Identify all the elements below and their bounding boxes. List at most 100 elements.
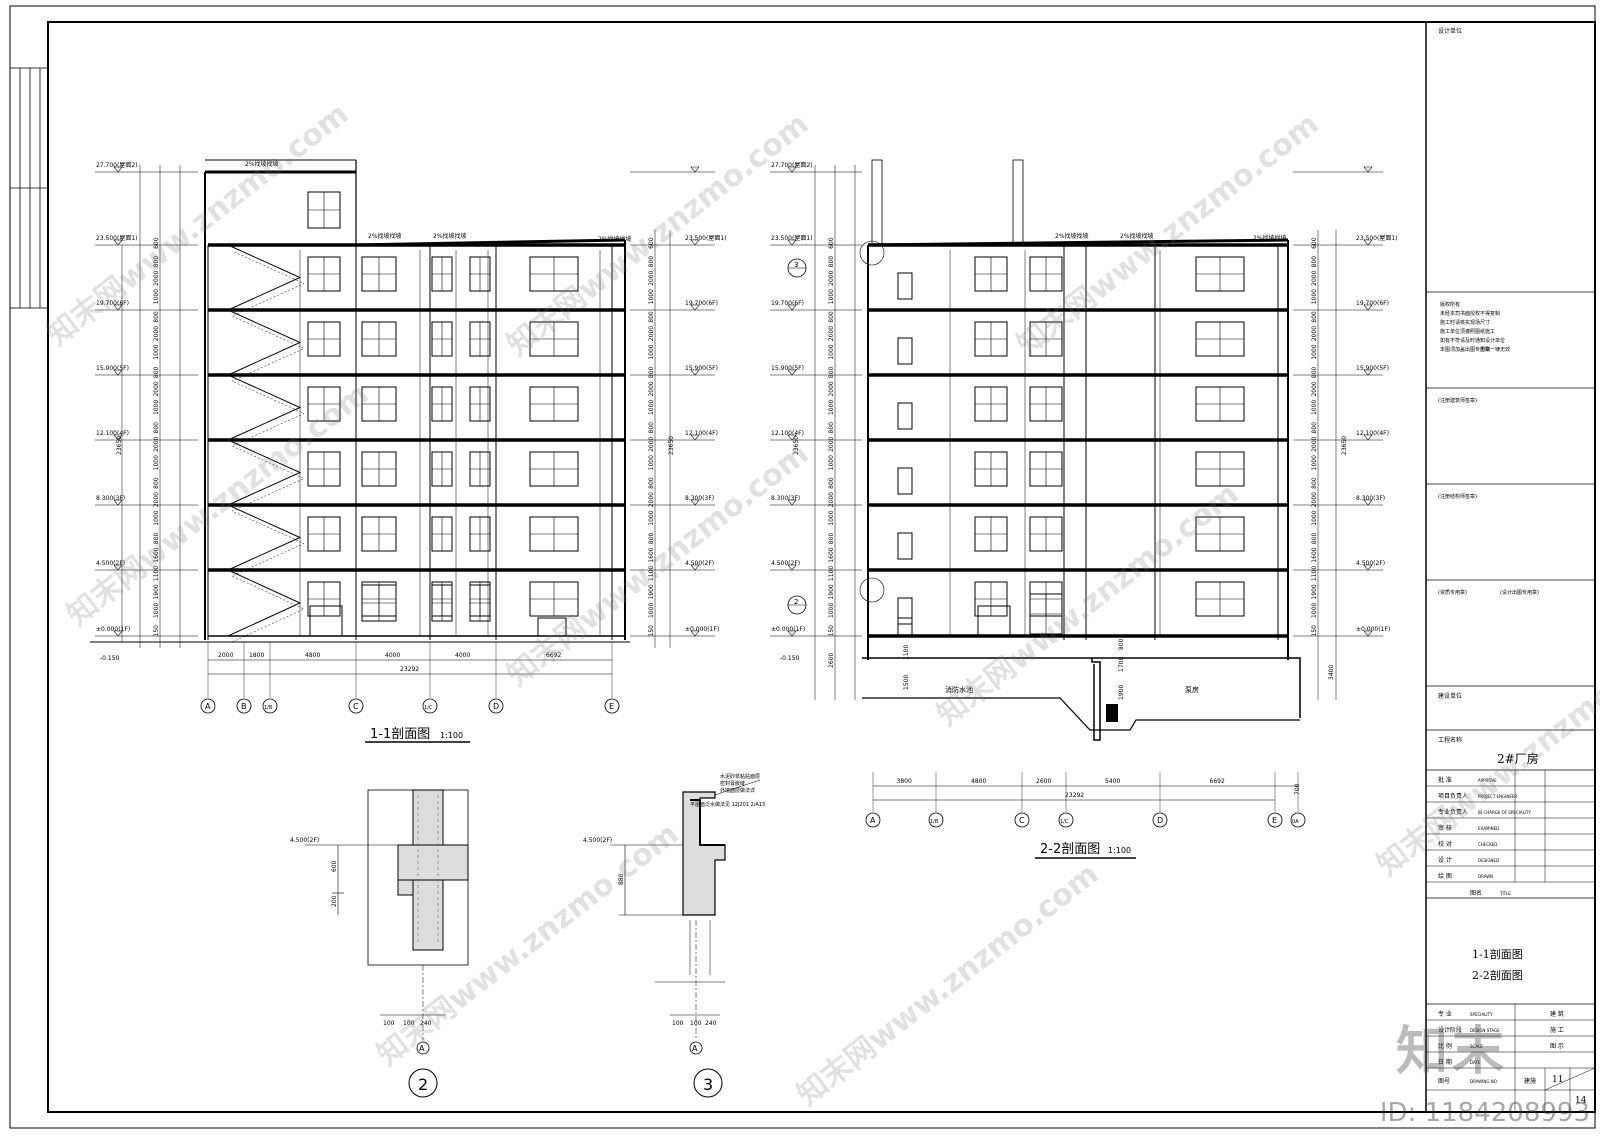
left-dim-label: 150 [153, 625, 160, 637]
small-window [897, 597, 913, 625]
signature-label: 专业负责人 [1438, 808, 1468, 816]
window [307, 256, 341, 292]
note-3: 施工单位须遵照图纸施工 [1440, 328, 1495, 335]
window [974, 386, 1008, 422]
level-symbol [1363, 434, 1373, 441]
left-dim-label: 1000 [828, 603, 835, 618]
detail-callout-circle [859, 577, 885, 603]
level-label: ±0.000(1F) [685, 626, 719, 633]
right-dim-label: 1000 [648, 603, 655, 618]
stamp-3: (设计出图专用章) [1500, 589, 1539, 596]
right-dim-label: 2000 [648, 436, 655, 451]
span-dim-label: 4800 [971, 778, 986, 785]
window [1029, 451, 1063, 487]
drawing-name-label-en: TITLE [1499, 891, 1511, 896]
detail-callout-number: 2 [794, 598, 798, 606]
drawing-no-label: 图号 [1438, 1078, 1450, 1085]
signature-label: 校 对 [1438, 840, 1452, 848]
right-dim-label: 2000 [648, 270, 655, 285]
right-dim-label: 1000 [1311, 455, 1318, 470]
detail-3-note-0: 水泥砂浆粘贴面层 [720, 773, 760, 780]
window [307, 191, 341, 229]
level-label: 4.500(2F) [685, 560, 714, 567]
left-dim-label: 1000 [828, 289, 835, 304]
span-dim-label: 3800 [897, 778, 912, 785]
small-window [897, 272, 913, 300]
axis-bubble [865, 812, 881, 828]
basement-dim-label: 2600 [828, 653, 835, 668]
window [431, 451, 453, 487]
detail-3-dim: 880 [618, 873, 625, 885]
span-dim-label: 1800 [249, 652, 264, 659]
right-dim-label: 800 [1311, 477, 1318, 489]
level-symbol [1363, 166, 1373, 173]
ground-level-label: -0.150 [780, 655, 800, 662]
window [529, 386, 579, 422]
window [469, 451, 491, 487]
window [1029, 386, 1063, 422]
right-dim-label: 150 [1311, 625, 1318, 637]
window [529, 581, 579, 617]
level-label: 23.500(屋面1) [771, 235, 813, 242]
right-dim-label: 2000 [1311, 381, 1318, 396]
axis-bubble [262, 698, 278, 714]
window [974, 451, 1008, 487]
level-label: 4.500(2F) [1356, 560, 1385, 567]
right-dim-label: 2000 [1311, 492, 1318, 507]
axis-bubble [200, 698, 216, 714]
axis-bubble [1014, 812, 1030, 828]
window [431, 256, 453, 292]
left-dim-label: 2000 [153, 381, 160, 396]
info-label: 设计阶段 [1438, 1026, 1462, 1034]
window [361, 451, 397, 487]
left-dim-label: 800 [828, 311, 835, 323]
left-dim-label: 1900 [828, 584, 835, 599]
sump-pit [1106, 704, 1118, 722]
window [469, 584, 491, 622]
right-dim-label: 1000 [1311, 289, 1318, 304]
basement-wall [862, 657, 1301, 741]
total-height-dim: 23650 [793, 436, 800, 455]
door [309, 605, 343, 637]
drawing-name-label: 图名 [1470, 889, 1482, 897]
small-window [897, 467, 913, 495]
project-label: 工程名称 [1438, 736, 1462, 744]
axis-bubble [1058, 812, 1074, 828]
right-dim-label: 2000 [648, 381, 655, 396]
right-dim-label: 1900 [1311, 584, 1318, 599]
level-label: ±0.000(1F) [96, 626, 130, 633]
level-symbol [690, 239, 700, 246]
level-label: 23.500(屋面1) [1356, 235, 1398, 242]
title-block-text: 设计单位 版权所有 未经本司书面授权不得复制 施工时请核实现场尺寸 施工单位须遵… [1438, 27, 1587, 1106]
left-dim-label: 800 [153, 422, 160, 434]
right-dim-label: 1000 [1311, 510, 1318, 525]
window [1029, 516, 1063, 552]
note-4: 如有不符请及时通知设计单位 [1440, 337, 1505, 344]
left-dim-label: 1100 [153, 566, 160, 581]
left-dim-label: 2000 [153, 436, 160, 451]
note-1: 未经本司书面授权不得复制 [1440, 310, 1500, 317]
level-symbol [787, 499, 797, 506]
roof-slope-note: 2%找坡找坡 [245, 160, 279, 168]
left-dim-label: 1000 [153, 344, 160, 359]
signature-label: 设 计 [1438, 856, 1452, 864]
section-2-title: 2-2剖面图 [1040, 842, 1100, 857]
detail-3: 4.500(2F) 880 水泥砂浆粘贴面层 密封膏嵌缝 外墙面层做法详 平屋面… [583, 773, 765, 1098]
left-dim-label: 800 [828, 366, 835, 378]
level-label: ±0.000(1F) [1356, 626, 1390, 633]
level-label: ±0.000(1F) [771, 626, 805, 633]
axis-label: 1/C [424, 705, 433, 711]
left-dim-label: 2000 [153, 326, 160, 341]
section-1-scale: 1:100 [440, 731, 463, 740]
small-window [897, 532, 913, 560]
level-symbol [690, 434, 700, 441]
right-dim-label: 800 [1311, 311, 1318, 323]
level-symbol [690, 499, 700, 506]
right-dim-label: 1000 [648, 344, 655, 359]
axis-bubble [928, 812, 944, 828]
window [361, 516, 397, 552]
axis-label: C [353, 702, 359, 711]
signature-label: 项目负责人 [1438, 792, 1468, 800]
right-dim-label: 1100 [1311, 566, 1318, 581]
window [1195, 386, 1245, 422]
